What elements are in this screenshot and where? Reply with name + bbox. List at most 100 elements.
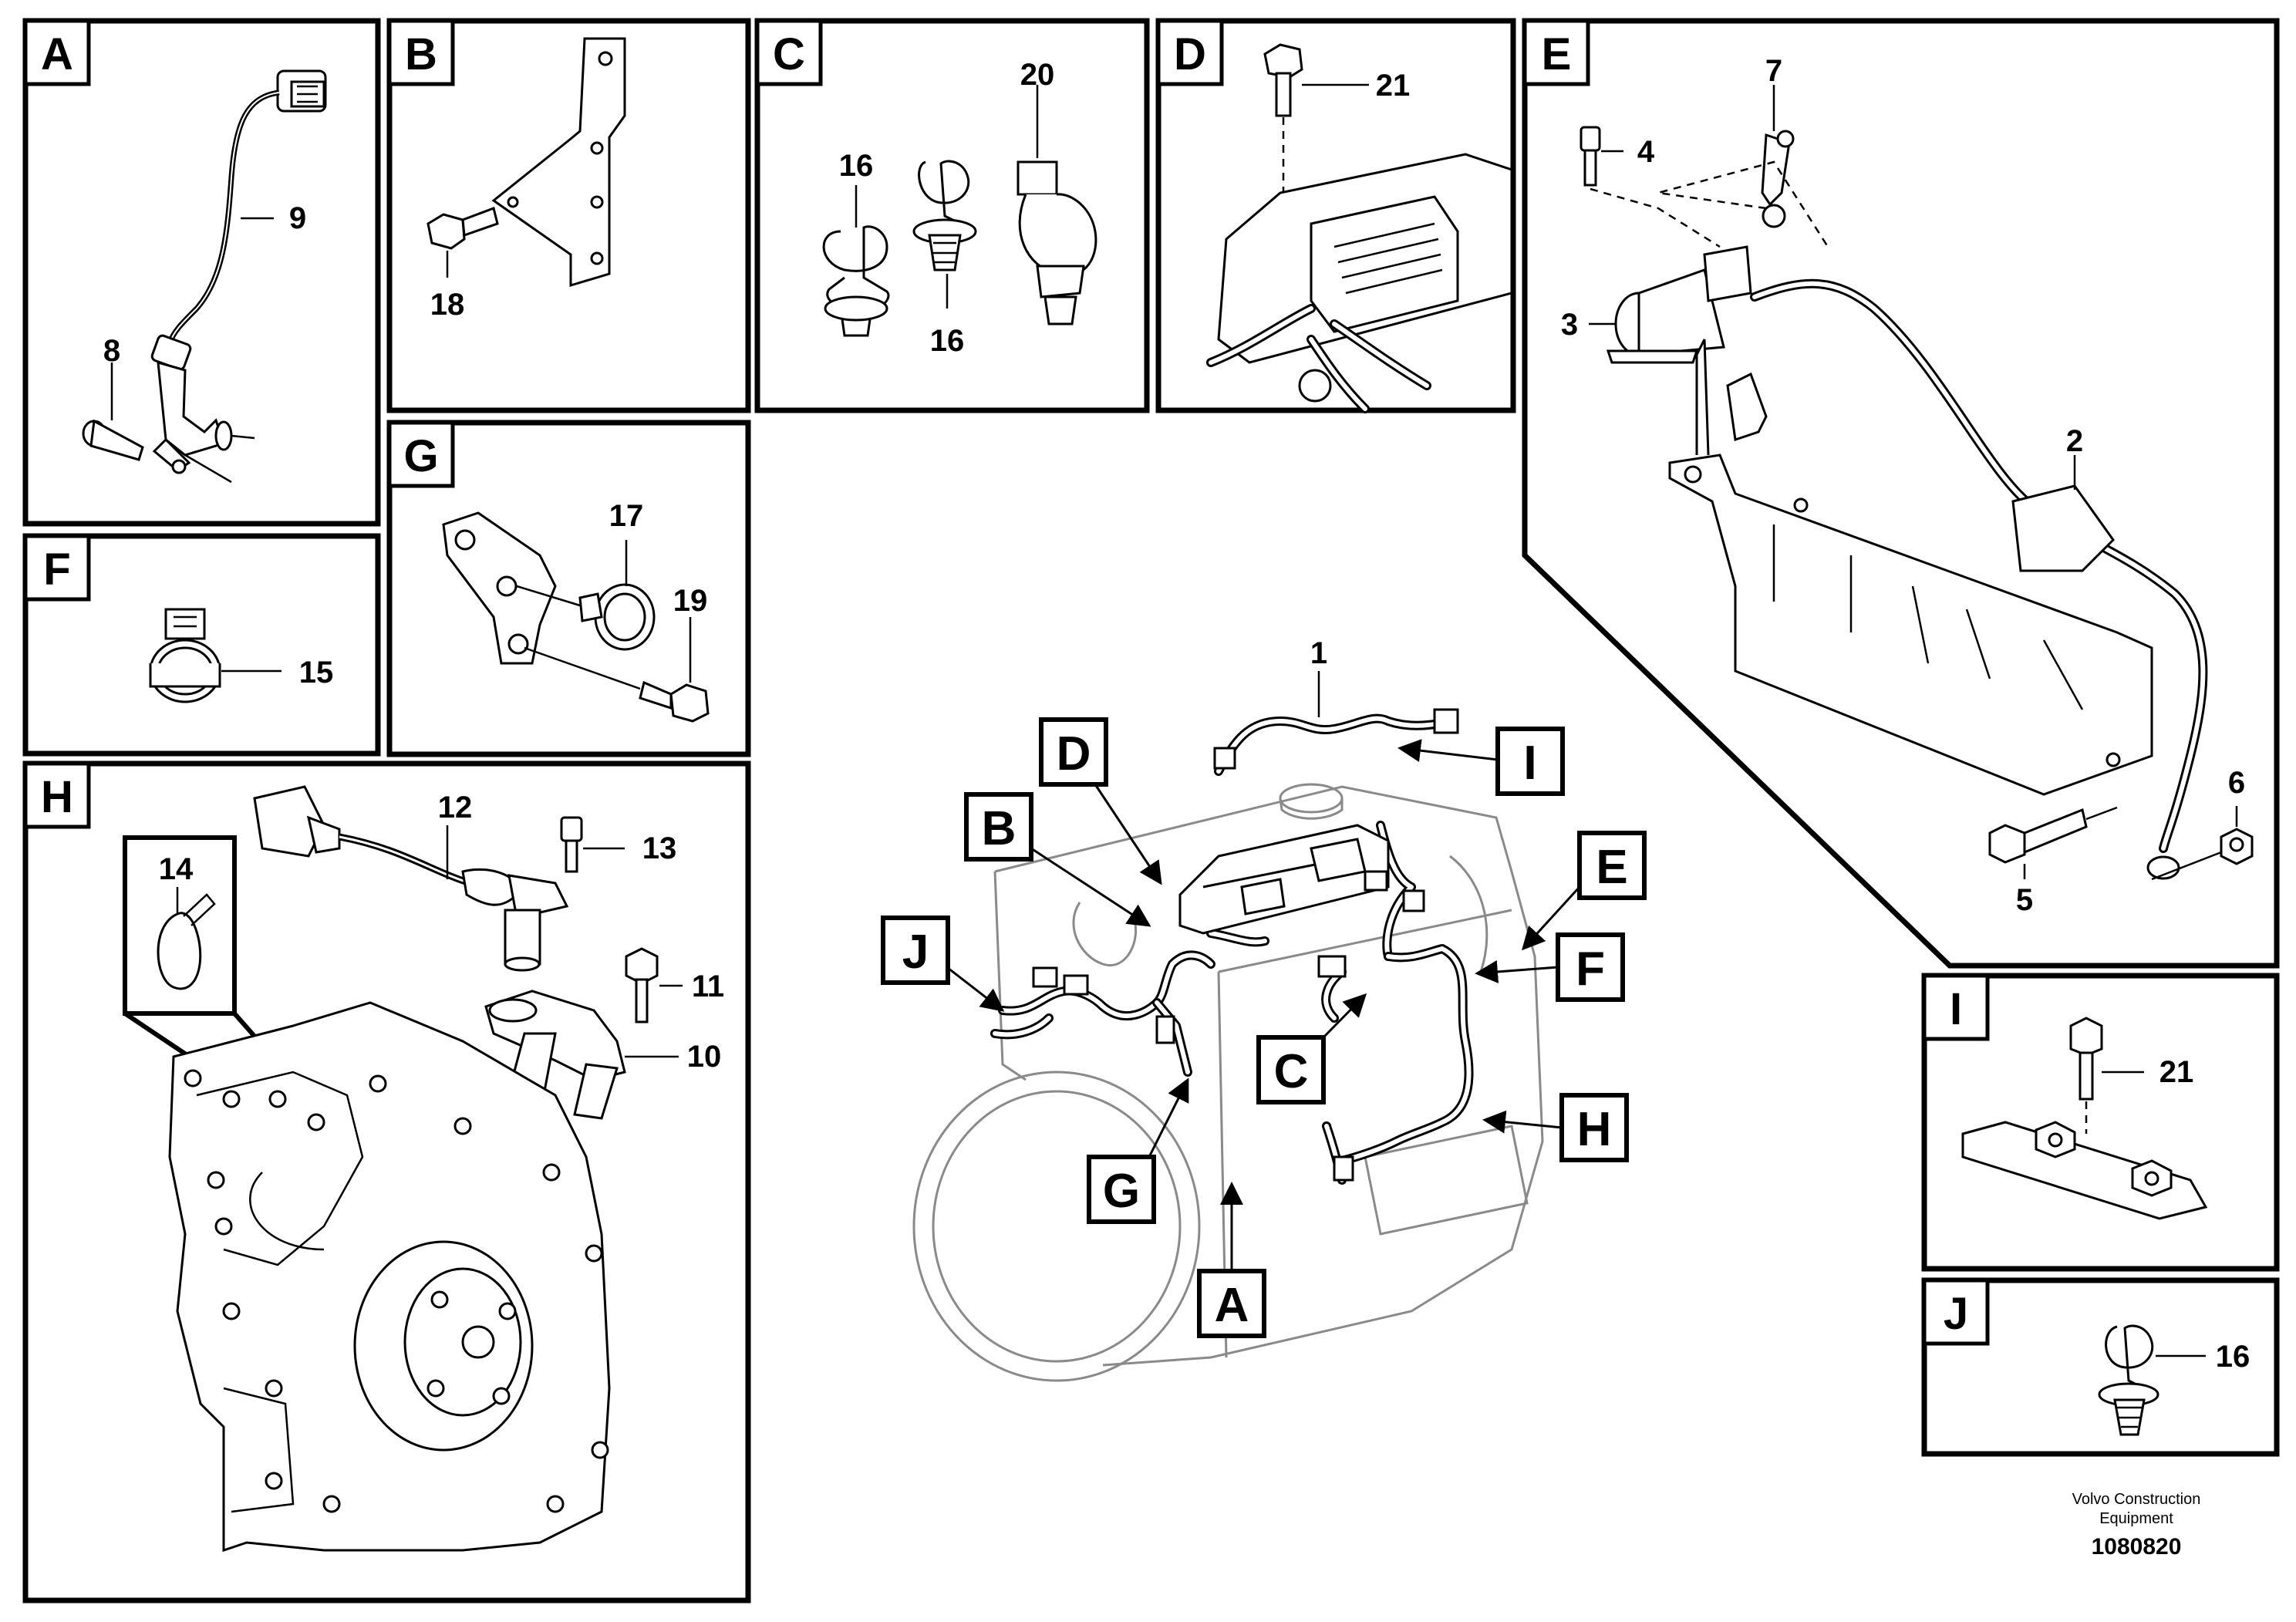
bracket-icon (491, 37, 626, 288)
label-16: 16 (930, 324, 965, 358)
panel-h-letter: H (41, 772, 73, 822)
panel-c-letter: C (773, 29, 805, 79)
nut-icon (2220, 828, 2254, 865)
label-7: 7 (1765, 54, 1782, 88)
clip-icon (2098, 1324, 2159, 1436)
label-18: 18 (430, 288, 465, 322)
label-2: 2 (2066, 424, 2083, 458)
label-5: 5 (2016, 883, 2033, 917)
callout-f: F (1475, 932, 1625, 1002)
sensor-connector-icon (253, 785, 569, 972)
panel-g-letter: G (403, 431, 438, 481)
label-19: 19 (673, 584, 708, 618)
publisher-name: Volvo Construction (2072, 1491, 2201, 1508)
panel-i-letter: I (1950, 984, 1962, 1034)
callout-h: H (1482, 1093, 1629, 1162)
bolt-icon (426, 207, 499, 250)
speed-sensor-icon (484, 990, 626, 1120)
panel-e-letter: E (1542, 29, 1572, 79)
panel-e: E 4 7 3 (1522, 18, 2280, 969)
panel-d: D 21 (1155, 18, 1516, 413)
bolt-icon (1263, 43, 1303, 117)
svg-text:I: I (1523, 737, 1536, 790)
label-3: 3 (1561, 308, 1578, 342)
callout-b: B (964, 792, 1151, 927)
ring-terminal-icon (1761, 130, 1795, 228)
drawing-number: 1080820 (2092, 1534, 2182, 1560)
panel-b: B 18 (386, 18, 751, 413)
callout-a: A (1197, 1182, 1266, 1338)
label-16: 16 (839, 149, 874, 183)
svg-text:B: B (982, 802, 1017, 855)
bolt-icon (639, 680, 710, 723)
engine-block-icon (912, 783, 1544, 1382)
bolt-icon (625, 947, 659, 1023)
panel-a: A 9 8 (22, 18, 381, 527)
label-14: 14 (159, 852, 194, 886)
sensor-connector-icon (276, 69, 327, 113)
relay-icon (1606, 245, 1752, 364)
bolt-icon (1988, 808, 2088, 864)
ecu-module-icon (1206, 153, 1513, 413)
label-21: 21 (2159, 1055, 2194, 1089)
panel-h: H 12 13 14 (22, 760, 751, 1603)
panel-a-letter: A (41, 29, 73, 79)
svg-text:G: G (1103, 1165, 1140, 1218)
callout-g: G (1087, 1077, 1189, 1224)
engine-assembly: 1 D B J G A (881, 636, 1647, 1382)
svg-text:E: E (1596, 841, 1627, 894)
panel-j-letter: J (1944, 1289, 1968, 1339)
label-16: 16 (2216, 1340, 2250, 1374)
publisher-footer: Volvo Construction Equipment 1080820 (2072, 1491, 2201, 1560)
clip-icon (912, 160, 977, 271)
label-6: 6 (2228, 766, 2245, 800)
p-clamp-icon (578, 583, 656, 651)
wiring-harness-icon (990, 708, 1474, 1185)
callout-e: E (1521, 831, 1647, 951)
callout-c: C (1256, 993, 1367, 1104)
panel-j: J 16 (1921, 1277, 2280, 1457)
hose-clamp-icon (149, 608, 221, 703)
battery-cable-icon (1750, 278, 2208, 880)
cable-tie-icon (157, 893, 216, 990)
label-13: 13 (642, 831, 677, 865)
svg-text:D: D (1057, 727, 1091, 781)
label-15: 15 (299, 656, 334, 690)
label-4: 4 (1637, 135, 1655, 169)
engine-front-cover-icon (168, 1001, 611, 1553)
panel-g: G 17 19 (386, 420, 751, 757)
label-9: 9 (289, 201, 306, 235)
terminal-plate-icon (1961, 1121, 2208, 1220)
label-21: 21 (1376, 69, 1411, 103)
callout-d: D (1039, 717, 1162, 885)
speed-sensor-icon (150, 334, 255, 474)
publisher-name-line2: Equipment (2099, 1510, 2173, 1527)
label-17: 17 (609, 499, 644, 533)
clip-icon (822, 225, 890, 337)
cable-tie-icon (1017, 160, 1097, 325)
bolt-icon (1580, 126, 1601, 187)
panel-f: F 15 (22, 533, 381, 757)
label-20: 20 (1020, 58, 1055, 92)
mounting-bracket-icon (1668, 339, 2153, 796)
svg-text:J: J (902, 926, 929, 979)
label-8: 8 (103, 334, 120, 368)
callout-i: I (1397, 727, 1565, 796)
panel-f-letter: F (43, 545, 70, 595)
svg-text:C: C (1274, 1045, 1309, 1098)
panel-c: C 20 16 16 (754, 18, 1150, 413)
label-12: 12 (438, 791, 473, 824)
panel-b-letter: B (405, 29, 437, 79)
svg-text:F: F (1576, 943, 1605, 996)
svg-text:A: A (1215, 1279, 1249, 1332)
bracket-icon (442, 511, 557, 665)
callout-j: J (881, 916, 1005, 1012)
svg-text:H: H (1577, 1103, 1612, 1156)
bolt-icon (2069, 1017, 2103, 1101)
bolt-icon (82, 419, 232, 484)
bolt-icon (560, 816, 583, 873)
label-10: 10 (687, 1040, 722, 1074)
panel-d-letter: D (1174, 29, 1206, 79)
label-1: 1 (1310, 636, 1327, 670)
